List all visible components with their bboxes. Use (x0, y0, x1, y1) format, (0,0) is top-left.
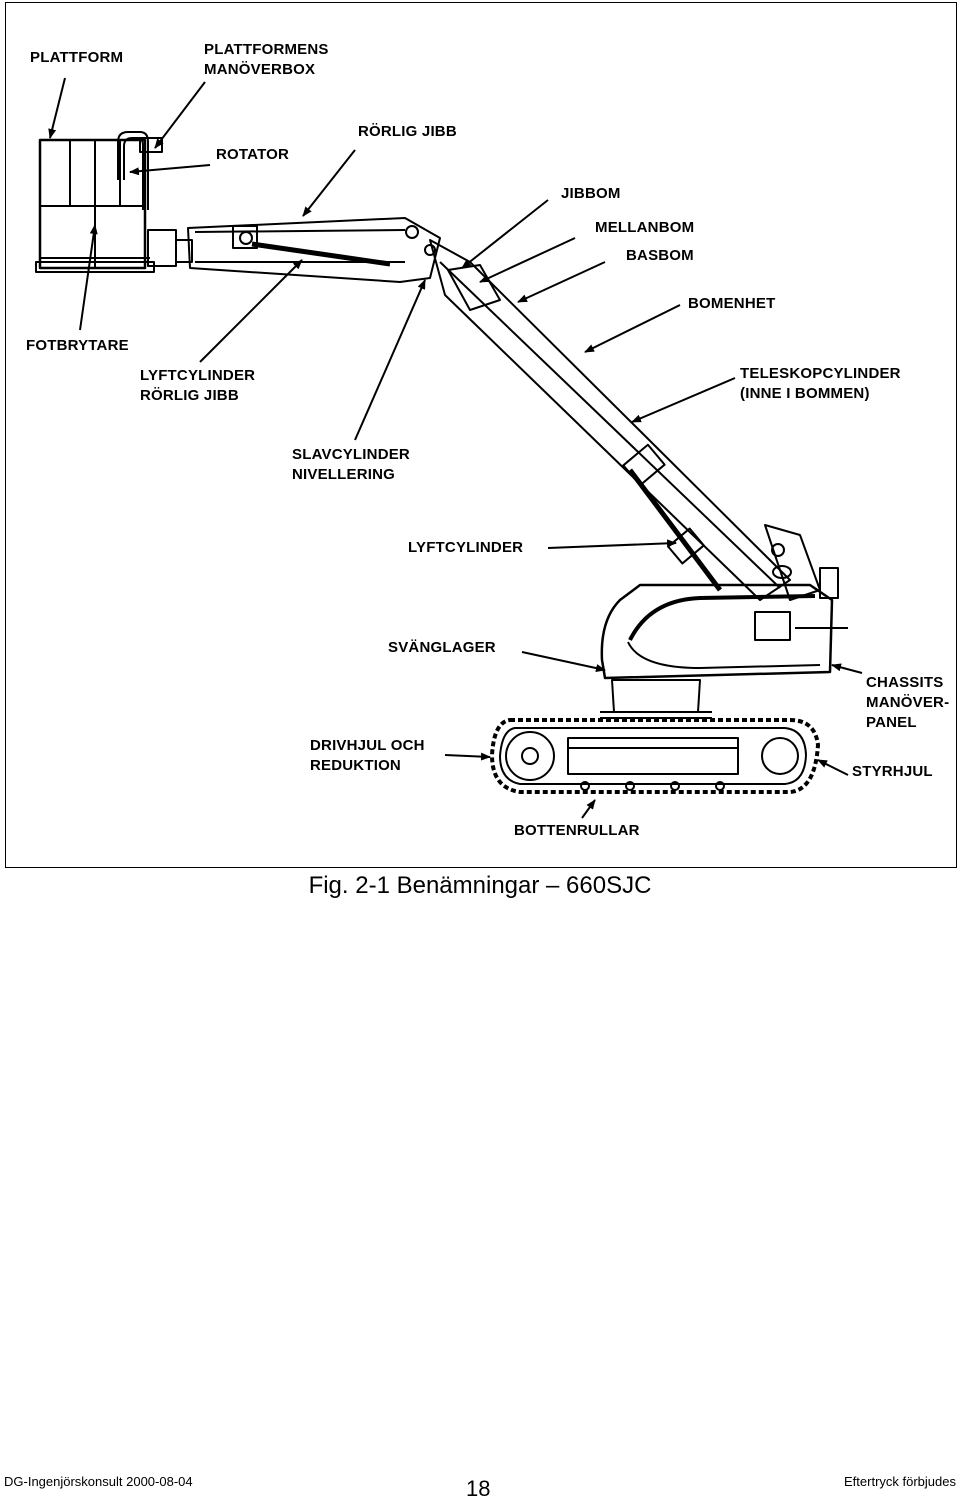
label-jibbom: JIBBOM (561, 185, 621, 202)
label-lyftcylinder-jibb-line2: RÖRLIG JIBB (140, 387, 239, 404)
figure-caption: Fig. 2-1 Benämningar – 660SJC (308, 872, 652, 899)
label-teleskopcylinder-line1: TELESKOPCYLINDER (740, 365, 901, 382)
label-slavcylinder-line2: NIVELLERING (292, 466, 396, 483)
label-svanglager: SVÄNGLAGER (388, 639, 496, 656)
label-chassits-line3: PANEL (866, 714, 917, 731)
label-bottenrullar: BOTTENRULLAR (514, 822, 640, 839)
label-chassits-line1: CHASSITS (866, 674, 944, 691)
label-basbom: BASBOM (626, 247, 694, 264)
label-drivhjul-line2: REDUKTION (310, 757, 401, 774)
turntable-housing (600, 567, 848, 680)
label-styrhjul: STYRHJUL (852, 763, 933, 780)
figure-frame (5, 2, 957, 868)
label-fotbrytare: FOTBRYTARE (26, 337, 129, 354)
label-rotator: ROTATOR (216, 146, 290, 163)
label-slavcylinder-line1: SLAVCYLINDER (292, 446, 410, 463)
label-plattform: PLATTFORM (30, 49, 124, 66)
track-undercarriage (490, 718, 820, 794)
label-lyftcylinder: LYFTCYLINDER (408, 539, 524, 556)
label-bomenhet: BOMENHET (688, 295, 776, 312)
label-teleskopcylinder-line2: (INNE I BOMMEN) (740, 385, 870, 402)
label-plattformens-line1: PLATTFORMENS (204, 41, 329, 58)
label-lyftcylinder-jibb-line1: LYFTCYLINDER (140, 367, 256, 384)
label-mellanbom: MELLANBOM (595, 219, 695, 236)
boom (429, 239, 821, 601)
label-rorlig-jibb: RÖRLIG JIBB (358, 123, 457, 140)
page-number: 18 (466, 1476, 491, 1501)
machine-drawing (35, 77, 863, 819)
label-drivhjul-line1: DRIVHJUL OCH (310, 737, 425, 754)
slewing-bearing (600, 679, 712, 719)
rotator-and-jib (147, 217, 441, 283)
footer-right: Eftertryck förbjudes (844, 1474, 956, 1489)
leader-arrows (48, 77, 863, 819)
platform-basket (35, 131, 163, 273)
label-plattformens-line2: MANÖVERBOX (204, 61, 316, 78)
footer-left: DG-Ingenjörskonsult 2000-08-04 (4, 1474, 193, 1489)
label-chassits-line2: MANÖVER- (866, 694, 950, 711)
